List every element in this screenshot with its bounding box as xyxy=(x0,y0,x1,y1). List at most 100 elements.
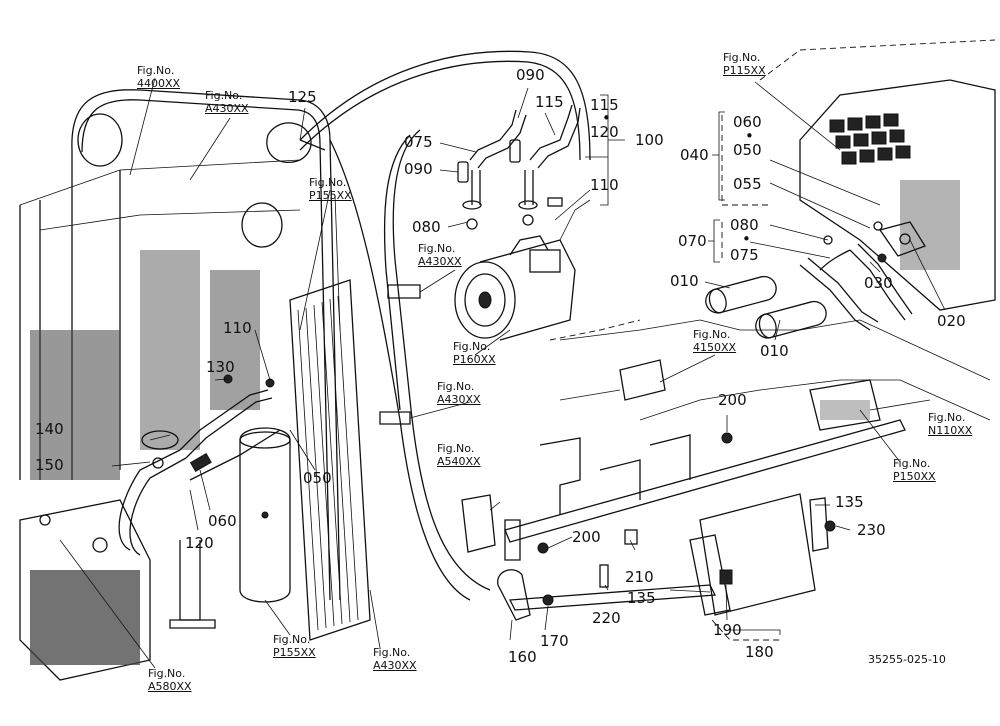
fig-prefix: Fig.No. xyxy=(309,176,347,189)
fig-ref-code: A580XX xyxy=(148,679,192,693)
part-060-b[interactable]: 060 xyxy=(208,512,237,530)
fig-ref-A430XX-bottom[interactable]: Fig.No. A430XX xyxy=(373,646,417,672)
leader-lines xyxy=(59,77,946,669)
fig-prefix: Fig.No. xyxy=(137,64,175,77)
part-120-b[interactable]: 120 xyxy=(185,534,214,552)
part-050-b[interactable]: 050 xyxy=(303,469,332,487)
radiator-frame xyxy=(19,89,371,641)
part-090-a[interactable]: 090 xyxy=(516,66,545,84)
fig-ref-A580XX[interactable]: Fig.No. A580XX xyxy=(148,667,192,693)
part-115-a[interactable]: 115 xyxy=(535,93,564,111)
part-055[interactable]: 055 xyxy=(733,175,762,193)
fig-prefix: Fig.No. xyxy=(928,411,966,424)
group-brackets xyxy=(600,94,781,641)
part-120-a[interactable]: 120 xyxy=(590,123,619,141)
fig-ref-code: P155XX xyxy=(309,188,352,202)
fig-ref-A540XX[interactable]: Fig.No. A540XX xyxy=(437,442,481,468)
part-140[interactable]: 140 xyxy=(35,420,64,438)
part-075-a[interactable]: 075 xyxy=(404,133,433,151)
part-220[interactable]: 220 xyxy=(592,609,621,627)
mounting-frame xyxy=(461,319,991,621)
compressor xyxy=(454,197,591,341)
part-190[interactable]: 190 xyxy=(713,621,742,639)
part-030[interactable]: 030 xyxy=(864,274,893,292)
fig-prefix: Fig.No. xyxy=(693,328,731,341)
hose-clamp-125 xyxy=(266,122,326,164)
fig-ref-code: 4150XX xyxy=(693,340,737,354)
fig-ref-4400XX[interactable]: Fig.No. 4400XX xyxy=(137,64,181,90)
fig-prefix: Fig.No. xyxy=(437,442,475,455)
part-080-b[interactable]: 080 xyxy=(730,216,759,234)
part-200-b[interactable]: 200 xyxy=(572,528,601,546)
fig-prefix: Fig.No. xyxy=(373,646,411,659)
radiator-hoses xyxy=(118,389,281,556)
fig-ref-4150XX[interactable]: Fig.No. 4150XX xyxy=(693,328,737,354)
fig-prefix: Fig.No. xyxy=(148,667,186,680)
part-130[interactable]: 130 xyxy=(206,358,235,376)
fig-prefix: Fig.No. xyxy=(273,633,311,646)
part-135-b[interactable]: 135 xyxy=(627,589,656,607)
fig-ref-P160XX[interactable]: Fig.No. P160XX xyxy=(453,340,496,366)
fig-ref-code: A430XX xyxy=(205,101,249,115)
part-020[interactable]: 020 xyxy=(937,312,966,330)
part-230[interactable]: 230 xyxy=(857,521,886,539)
fig-ref-code: A430XX xyxy=(373,658,417,672)
catalog-code: 35255-025-10 xyxy=(868,653,946,666)
part-135-a[interactable]: 135 xyxy=(835,493,864,511)
fig-ref-P155XX-top[interactable]: Fig.No. P155XX xyxy=(309,176,352,202)
ac-hose-loops xyxy=(299,50,591,601)
dot-separator: • xyxy=(745,127,754,145)
fig-ref-code: P115XX xyxy=(723,63,766,77)
fig-ref-P155XX-bottom[interactable]: Fig.No. P155XX xyxy=(273,633,316,659)
part-070[interactable]: 070 xyxy=(678,232,707,250)
part-050-a[interactable]: 050 xyxy=(733,141,762,159)
part-090-b[interactable]: 090 xyxy=(404,160,433,178)
fig-ref-N110XX[interactable]: Fig.No. N110XX xyxy=(928,411,973,437)
part-110-a[interactable]: 110 xyxy=(590,176,619,194)
fig-ref-code: P160XX xyxy=(453,352,496,366)
fig-ref-code: P155XX xyxy=(273,645,316,659)
compressor-fittings xyxy=(457,104,581,230)
receiver-drier xyxy=(239,427,291,603)
part-010-a[interactable]: 010 xyxy=(670,272,699,290)
part-150[interactable]: 150 xyxy=(35,456,64,474)
fig-ref-code: A540XX xyxy=(437,454,481,468)
part-040[interactable]: 040 xyxy=(680,146,709,164)
part-115-b[interactable]: 115 xyxy=(590,96,619,114)
evaporator-hoses xyxy=(705,221,913,339)
part-010-b[interactable]: 010 xyxy=(760,342,789,360)
fig-ref-code: A430XX xyxy=(418,254,462,268)
fig-ref-A430XX-top[interactable]: Fig.No. A430XX xyxy=(205,89,249,115)
bolts xyxy=(223,374,836,606)
fig-prefix: Fig.No. xyxy=(453,340,491,353)
fig-ref-A430XX-mid[interactable]: Fig.No. A430XX xyxy=(418,242,462,268)
part-180[interactable]: 180 xyxy=(745,643,774,661)
part-170[interactable]: 170 xyxy=(540,632,569,650)
fig-ref-code: P150XX xyxy=(893,469,936,483)
fig-prefix: Fig.No. xyxy=(723,51,761,64)
dot-separator: • xyxy=(742,230,751,248)
part-060-a[interactable]: 060 xyxy=(733,113,762,131)
part-160[interactable]: 160 xyxy=(508,648,537,666)
part-210[interactable]: 210 xyxy=(625,568,654,586)
fig-ref-P115XX[interactable]: Fig.No. P115XX xyxy=(723,51,766,77)
fig-ref-A430XX-right[interactable]: Fig.No. A430XX xyxy=(437,380,481,406)
fig-prefix: Fig.No. xyxy=(418,242,456,255)
part-100[interactable]: 100 xyxy=(635,131,664,149)
fig-prefix: Fig.No. xyxy=(205,89,243,102)
fig-ref-code: A430XX xyxy=(437,392,481,406)
part-080-a[interactable]: 080 xyxy=(412,218,441,236)
fig-ref-P150XX[interactable]: Fig.No. P150XX xyxy=(893,457,936,483)
fig-ref-code: N110XX xyxy=(928,423,973,437)
part-125[interactable]: 125 xyxy=(288,88,317,106)
part-075-b[interactable]: 075 xyxy=(730,246,759,264)
fig-ref-code: 4400XX xyxy=(137,76,181,90)
evaporator-unit xyxy=(759,39,996,311)
part-110-b[interactable]: 110 xyxy=(223,319,252,337)
dot-separator: • xyxy=(602,109,611,127)
battery xyxy=(19,499,151,681)
fig-prefix: Fig.No. xyxy=(437,380,475,393)
fig-prefix: Fig.No. xyxy=(893,457,931,470)
part-200-a[interactable]: 200 xyxy=(718,391,747,409)
